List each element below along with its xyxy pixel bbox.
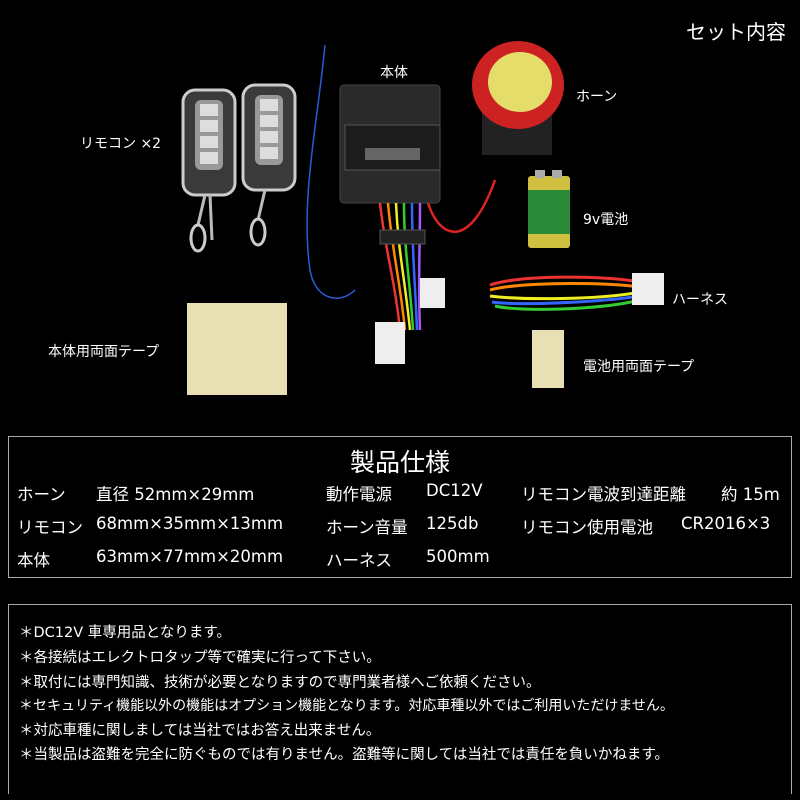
spec-value: 63mm×77mm×20mm xyxy=(96,547,284,566)
note: ＊DC12V 車専用品となります。 xyxy=(19,625,231,641)
product-photo xyxy=(181,41,664,395)
spec-value: 125db xyxy=(426,514,479,533)
note: ＊対応車種に関しましては当社ではお答え出来ません。 xyxy=(19,723,381,739)
label-battery: 9v電池 xyxy=(583,212,629,228)
label-battery-tape: 電池用両面テープ xyxy=(583,359,695,375)
label-harness: ハーネス xyxy=(672,292,728,308)
body-tape xyxy=(187,303,287,395)
spec-value: 約 15m xyxy=(721,485,780,504)
spec-value: DC12V xyxy=(426,481,483,500)
connector xyxy=(375,322,405,364)
harness xyxy=(489,275,641,311)
note: ＊当製品は盗難を完全に防ぐものでは有りません。盗難等に関しては当社では責任を負い… xyxy=(19,747,669,763)
spec-key: リモコン電波到達距離 xyxy=(521,485,686,504)
spec-value: 500mm xyxy=(426,547,490,566)
battery-tape xyxy=(532,330,564,388)
label-remote: リモコン ×2 xyxy=(80,136,162,152)
spec-value: 68mm×35mm×13mm xyxy=(96,514,284,533)
battery xyxy=(528,170,570,248)
spec-title: 製品仕様 xyxy=(349,448,450,477)
horn xyxy=(472,41,564,155)
spec-key: ハーネス xyxy=(326,551,392,570)
label-body: 本体 xyxy=(380,65,408,81)
remote-2 xyxy=(241,83,297,247)
note: ＊各接続はエレクトロタップ等で確実に行って下さい。 xyxy=(19,650,381,666)
spec-key: 本体 xyxy=(17,551,50,570)
note: ＊セキュリティ機能以外の機能はオプション機能となります。対応車種以外ではご利用い… xyxy=(19,698,674,714)
label-horn: ホーン xyxy=(576,89,618,105)
note: ＊取付には専門知識、技術が必要となりますので専門業者様へご依頼ください。 xyxy=(19,675,541,691)
set-contents-title: セット内容 xyxy=(686,20,786,44)
spec-value: 直径 52mm×29mm xyxy=(96,485,255,504)
main-unit xyxy=(339,84,441,204)
spec-key: 動作電源 xyxy=(326,485,392,504)
spec-value: CR2016×3 xyxy=(681,514,771,533)
spec-key: ホーン音量 xyxy=(326,518,408,537)
connector xyxy=(420,278,445,308)
spec-key: リモコン xyxy=(17,518,83,537)
label-body-tape: 本体用両面テープ xyxy=(48,344,160,360)
spec-table: 製品仕様 ホーン 直径 52mm×29mm 動作電源 DC12V リモコン電波到… xyxy=(8,436,792,578)
spec-key: リモコン使用電池 xyxy=(521,518,653,537)
remote-1 xyxy=(181,88,237,253)
antenna-wire xyxy=(306,44,356,299)
spec-key: ホーン xyxy=(17,485,66,504)
notes-box: ＊DC12V 車専用品となります。 ＊各接続はエレクトロタップ等で確実に行って下… xyxy=(8,604,792,794)
